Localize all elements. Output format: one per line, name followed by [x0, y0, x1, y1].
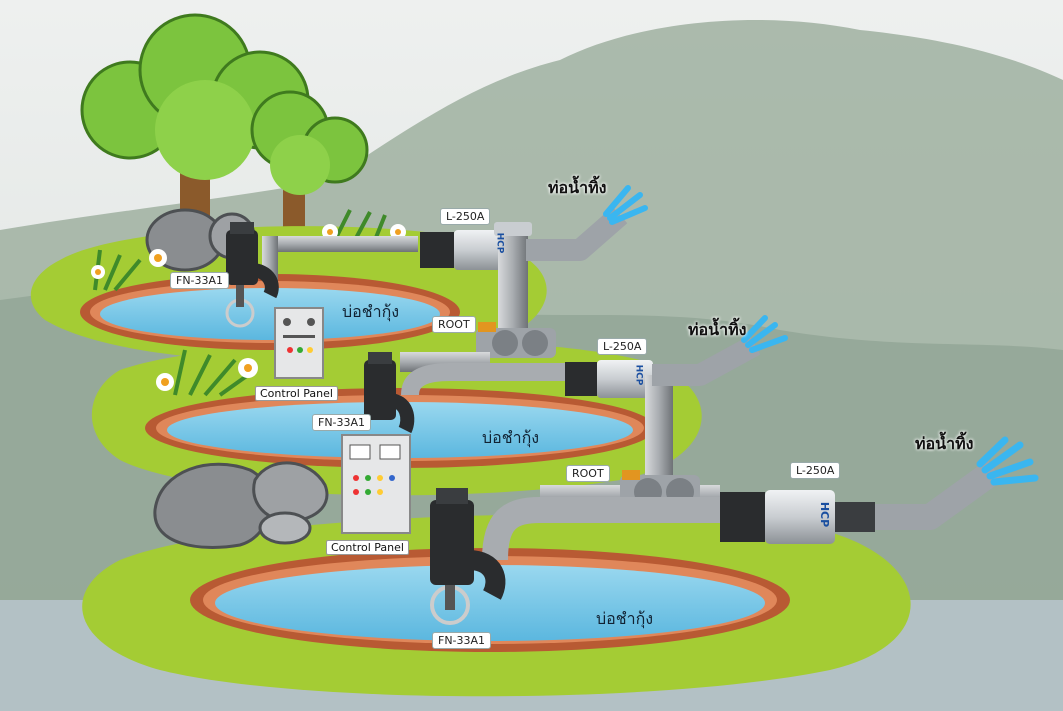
pipe-middle: [400, 352, 580, 397]
pond-top: [80, 274, 460, 350]
rock-icon: [153, 461, 329, 549]
pond-label-top: บ่อชำกุ้ง: [342, 302, 400, 321]
blower-label-top: ROOT: [432, 316, 476, 333]
pond-label-middle: บ่อชำกุ้ง: [482, 428, 540, 447]
brand-mark-middle: HCP: [633, 364, 644, 386]
aerator-top: [420, 206, 628, 334]
pump-label-middle: FN-33A1: [312, 414, 372, 431]
brand-mark-top: HCP: [494, 232, 505, 254]
pond-label-bottom: บ่อชำกุ้ง: [596, 609, 654, 628]
control-panel-label-middle: Control Panel: [255, 386, 338, 401]
submersible-pump-top: [225, 222, 279, 328]
water-spray-icon: [741, 315, 788, 353]
pipe-bottom: [482, 497, 730, 561]
aerator-label-middle: L-250A: [597, 338, 648, 355]
submersible-pump-middle: [364, 352, 415, 434]
water-spray-icon: [976, 436, 1039, 486]
control-panel-middle: [274, 307, 324, 379]
brand-mark-bottom: HCP: [818, 501, 832, 528]
aerator-label-bottom: L-250A: [790, 462, 841, 479]
waste-pipe-label-middle: ท่อน้ำทิ้ง: [688, 320, 747, 339]
aerator-bottom: [720, 459, 1003, 544]
water-spray-icon: [603, 185, 648, 225]
pond-middle: [145, 388, 655, 468]
pond-bottom: [190, 548, 790, 652]
root-blower-top: [476, 322, 556, 358]
submersible-pump-bottom: [430, 488, 506, 625]
control-panel-bottom: [341, 434, 411, 534]
control-panel-label-bottom: Control Panel: [326, 540, 409, 555]
waste-pipe-label-bottom: ท่อน้ำทิ้ง: [915, 434, 974, 453]
aerator-label-top: L-250A: [440, 208, 491, 225]
pump-label-bottom: FN-33A1: [432, 632, 492, 649]
tree-icon: [250, 90, 369, 245]
waste-pipe-label-top: ท่อน้ำทิ้ง: [548, 178, 607, 197]
pump-label-top: FN-33A1: [170, 272, 230, 289]
blower-label-bottom: ROOT: [566, 465, 610, 482]
aerator-middle: [565, 335, 761, 485]
flower-icon: [91, 249, 167, 292]
flower-icon: [156, 349, 258, 397]
